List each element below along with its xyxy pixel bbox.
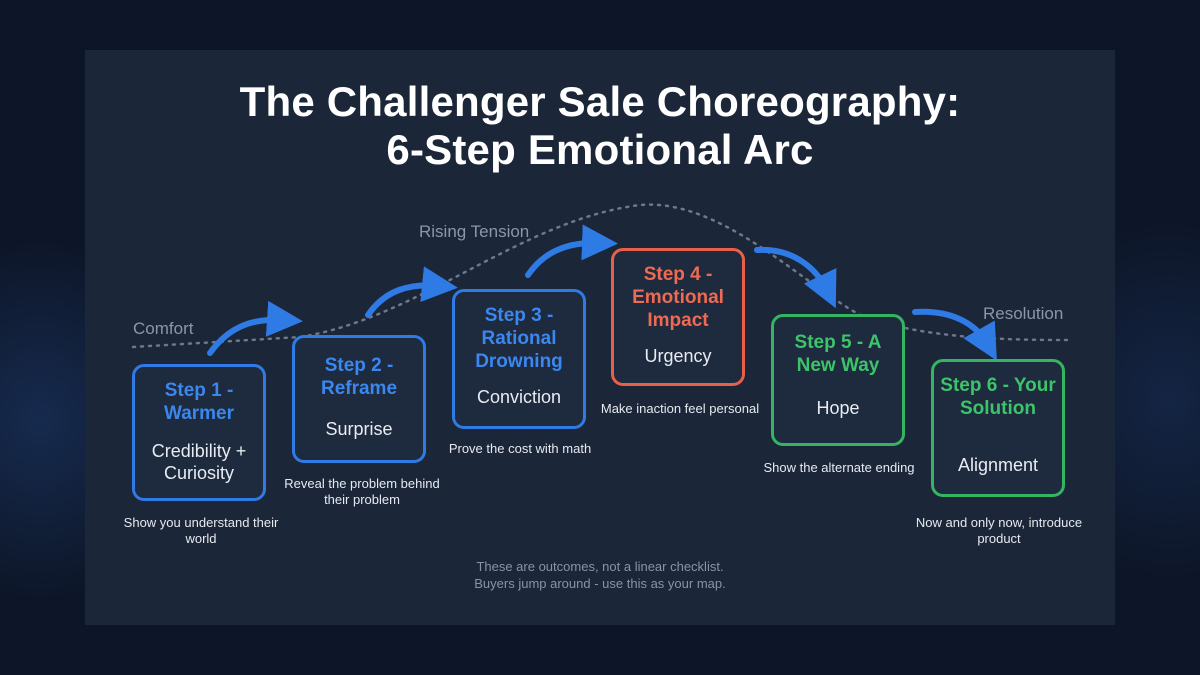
- phase-label-rising-tension: Rising Tension: [419, 222, 530, 241]
- arrow-step5-to-step6: [912, 308, 997, 361]
- step-title: Step 1 - Warmer: [163, 380, 235, 424]
- step-caption-6: Now and only now, introduce product: [915, 515, 1083, 546]
- step-emotion: Hope: [816, 398, 860, 418]
- step-emotion: Surprise: [325, 419, 393, 439]
- title-line-2: 6-Step Emotional Arc: [386, 126, 814, 173]
- step-caption-1: Show you understand their world: [123, 515, 279, 546]
- step-card-6: Step 6 - Your Solution Alignment: [931, 359, 1065, 497]
- step-card-1: Step 1 - Warmer Credibility + Curiosity: [132, 364, 266, 501]
- step-title: Step 5 - A New Way: [794, 332, 882, 376]
- step-card-3: Step 3 - Rational Drowning Conviction: [452, 289, 586, 429]
- step-title: Step 2 - Reframe: [320, 355, 398, 399]
- footnote: These are outcomes, not a linear checkli…: [0, 558, 1200, 592]
- step-title: Step 4 - Emotional Impact: [632, 264, 724, 331]
- step-emotion: Conviction: [476, 387, 562, 407]
- phase-label-comfort: Comfort: [133, 319, 194, 338]
- step-caption-4: Make inaction feel personal: [600, 401, 760, 416]
- step-emotion: Alignment: [957, 455, 1039, 475]
- step-card-4: Step 4 - Emotional Impact Urgency: [611, 248, 745, 386]
- arrow-step4-to-step5: [754, 246, 837, 309]
- step-card-5: Step 5 - A New Way Hope: [771, 314, 905, 446]
- page-title: The Challenger Sale Choreography: 6-Step…: [0, 78, 1200, 174]
- footnote-line-2: Buyers jump around - use this as your ma…: [474, 576, 726, 591]
- step-title: Step 3 - Rational Drowning: [475, 305, 563, 372]
- step-caption-3: Prove the cost with math: [448, 441, 592, 456]
- arrow-step2-to-step3: [365, 266, 458, 318]
- step-title: Step 6 - Your Solution: [940, 375, 1056, 419]
- footnote-line-1: These are outcomes, not a linear checkli…: [476, 559, 724, 574]
- arrow-step1-to-step2: [207, 300, 303, 356]
- phase-label-resolution: Resolution: [983, 304, 1064, 323]
- slide-panel: [85, 50, 1115, 625]
- tension-curve: [131, 203, 1070, 349]
- step-caption-2: Reveal the problem behind their problem: [284, 476, 440, 507]
- step-card-2: Step 2 - Reframe Surprise: [292, 335, 426, 463]
- step-caption-5: Show the alternate ending: [763, 460, 915, 475]
- step-emotion: Credibility + Curiosity: [151, 441, 247, 483]
- step-emotion: Urgency: [644, 346, 712, 366]
- title-line-1: The Challenger Sale Choreography:: [239, 78, 961, 125]
- arrow-step3-to-step4: [525, 224, 618, 278]
